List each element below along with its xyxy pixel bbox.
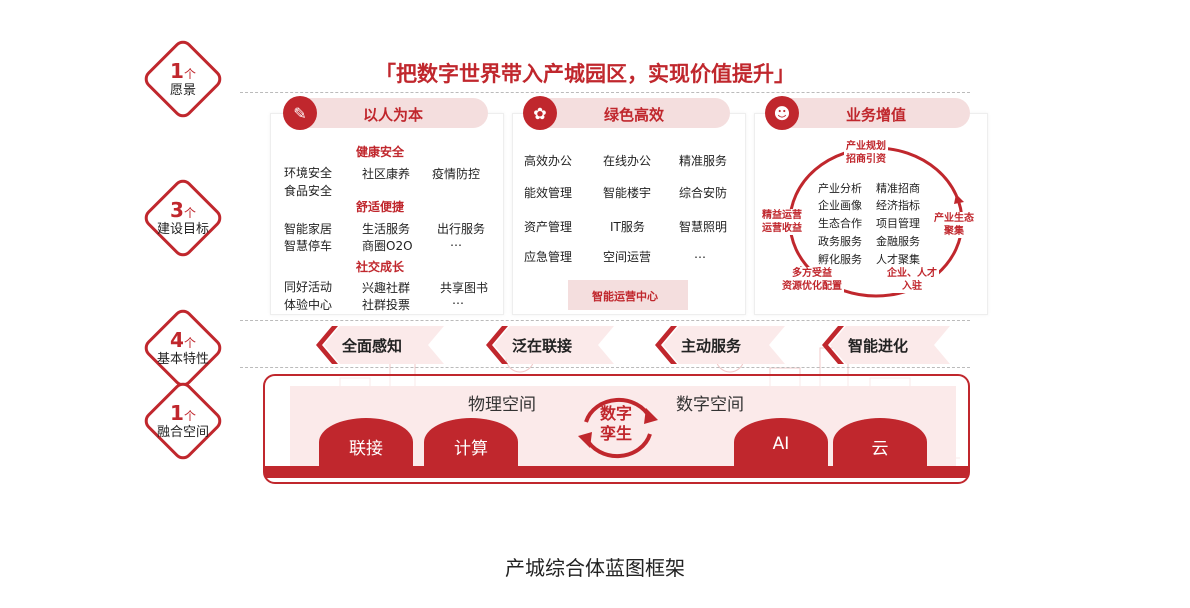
goal-item: 精准服务 xyxy=(679,154,728,168)
leaf-icon: ✿ xyxy=(523,96,557,130)
category-label: 健康安全 xyxy=(356,145,405,159)
block-ai: AI xyxy=(734,418,828,466)
goal-item: 综合安防 xyxy=(679,186,728,200)
block-compute: 计算 xyxy=(424,418,518,466)
ops-center-box xyxy=(568,280,688,310)
goal-pill-green xyxy=(530,98,730,128)
goal-item: 应急管理 xyxy=(524,250,573,264)
goal-pill-business xyxy=(772,98,970,128)
goal-pill-people xyxy=(290,98,488,128)
user-icon: ☻ xyxy=(765,96,799,130)
goal-item: 产业分析 xyxy=(818,182,862,195)
feature-service: 主动服务 xyxy=(655,326,785,364)
goal-title-people: 以人为本 xyxy=(363,106,424,124)
space-badge: 1个融合空间 xyxy=(137,375,229,467)
ring-label-bottom-left: 多方受益资源优化配置 xyxy=(780,267,844,293)
goal-item: 孵化服务 xyxy=(818,253,862,266)
goals-badge: 3个建设目标 xyxy=(137,172,229,264)
goal-item: 人才聚集 xyxy=(876,253,920,266)
divider xyxy=(240,320,970,321)
divider xyxy=(240,92,970,93)
document-icon: ✎ xyxy=(283,96,317,130)
goal-item: … xyxy=(450,235,462,249)
feature-connectivity: 泛在联接 xyxy=(486,326,614,364)
goal-item: 项目管理 xyxy=(876,217,920,230)
goal-item: 在线办公 xyxy=(603,154,652,168)
goal-item: 生活服务 xyxy=(362,222,411,236)
goal-title-green: 绿色高效 xyxy=(604,106,665,124)
features-badge: 4个基本特性 xyxy=(137,302,229,394)
goal-item: 智能家居 xyxy=(284,222,333,236)
block-connectivity: 联接 xyxy=(319,418,413,466)
goal-item: 生态合作 xyxy=(818,217,862,230)
goal-card-people xyxy=(270,113,504,315)
goal-item: 智能楼宇 xyxy=(603,186,652,200)
goal-item: 兴趣社群 xyxy=(362,281,411,295)
goal-item: 政务服务 xyxy=(818,235,862,248)
feature-evolution: 智能进化 xyxy=(822,326,950,364)
goal-title-business: 业务增值 xyxy=(846,106,907,124)
goal-item: 出行服务 xyxy=(437,222,486,236)
goal-item: 社区康养 xyxy=(362,167,411,181)
goal-item: 智慧照明 xyxy=(679,220,728,234)
goal-item: 社群投票 xyxy=(362,298,411,312)
figure-caption: 产城综合体蓝图框架 xyxy=(505,556,685,580)
twin-cycle-icon xyxy=(578,397,658,459)
goal-item: 空间运营 xyxy=(603,250,652,264)
ring-label-bottom-right: 企业、人才入驻 xyxy=(885,267,939,293)
goal-item: 企业画像 xyxy=(818,199,862,212)
feature-perception: 全面感知 xyxy=(316,326,444,364)
physical-space-label: 物理空间 xyxy=(468,395,536,415)
goal-item: 食品安全 xyxy=(284,184,333,198)
goal-item: 疫情防控 xyxy=(432,167,481,181)
goal-item: 能效管理 xyxy=(524,186,573,200)
goal-item: 商圈O2O xyxy=(362,239,413,253)
ring-label-right: 产业生态聚集 xyxy=(932,212,976,238)
vision-title: 「把数字世界带入产城园区，实现价值提升」 xyxy=(375,62,795,86)
vision-badge: 1个愿景 xyxy=(137,33,229,125)
ring-label-top: 产业规划招商引资 xyxy=(844,140,888,166)
goal-item: 同好活动 xyxy=(284,280,333,294)
goal-item: IT服务 xyxy=(610,220,645,234)
category-label: 社交成长 xyxy=(356,260,405,274)
goal-item: 共享图书 xyxy=(440,281,489,295)
ring-label-left: 精益运营运营收益 xyxy=(760,209,804,235)
goal-item: 精准招商 xyxy=(876,182,920,195)
goal-item: 体验中心 xyxy=(284,298,333,312)
digital-twin-label: 数字孪生 xyxy=(600,404,633,443)
category-label: 舒适便捷 xyxy=(356,200,405,214)
ops-center-label: 智能运营中心 xyxy=(592,290,658,303)
goal-item: 经济指标 xyxy=(876,199,920,212)
goal-item: 高效办公 xyxy=(524,154,573,168)
goal-item: 资产管理 xyxy=(524,220,573,234)
goal-item: … xyxy=(694,247,706,261)
goal-item: … xyxy=(452,293,464,307)
divider xyxy=(240,367,970,368)
digital-space-label: 数字空间 xyxy=(676,395,744,415)
block-cloud: 云 xyxy=(833,418,927,466)
goal-item: 金融服务 xyxy=(876,235,920,248)
goal-item: 环境安全 xyxy=(284,166,333,180)
fusion-base xyxy=(265,466,968,478)
goal-item: 智慧停车 xyxy=(284,239,333,253)
